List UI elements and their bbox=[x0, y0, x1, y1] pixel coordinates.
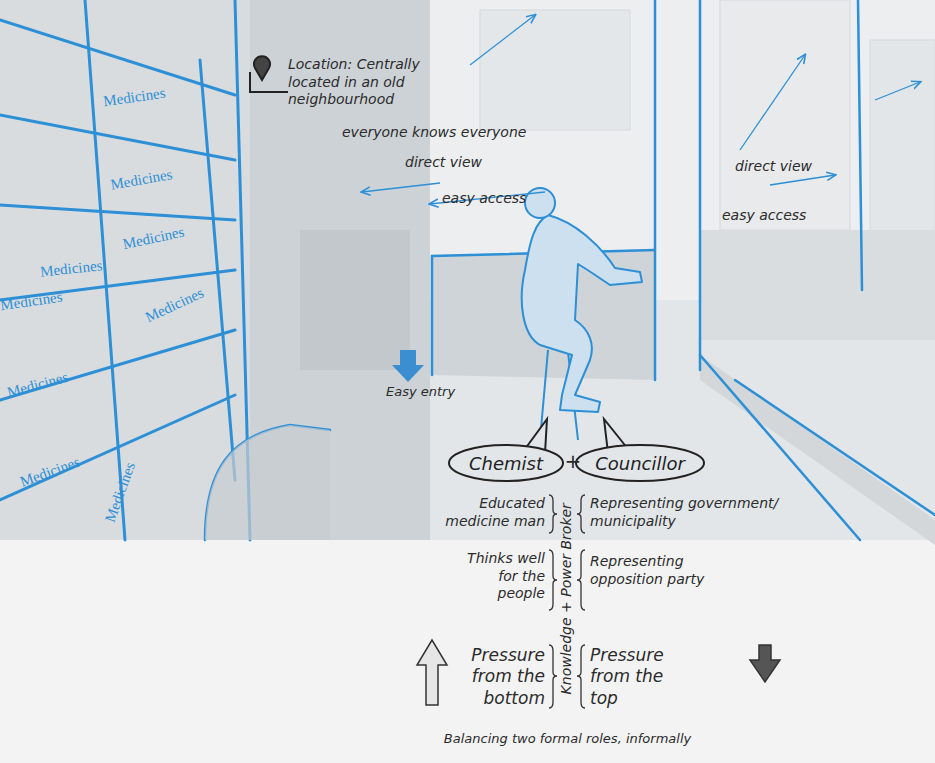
shelf-line bbox=[200, 60, 235, 480]
bubble-outline bbox=[576, 445, 704, 481]
sketch-arrow bbox=[740, 55, 805, 150]
entry-note: Easy entry bbox=[386, 384, 496, 400]
brace bbox=[577, 550, 585, 610]
sketch-arrow bbox=[362, 183, 440, 192]
brace bbox=[549, 495, 557, 533]
role-name: Councillor bbox=[595, 453, 685, 474]
annotation: everyone knows everyone bbox=[342, 124, 582, 142]
pressure-note: Pressure from the bottom bbox=[450, 645, 545, 709]
location-note: Location: Centrally located in an old ne… bbox=[288, 56, 466, 109]
side-counter bbox=[700, 355, 935, 545]
location-pin bbox=[254, 56, 270, 80]
speech-bubble: Chemist bbox=[447, 443, 565, 483]
chair bbox=[205, 425, 330, 540]
bubble-outline bbox=[449, 445, 563, 481]
counter-edge bbox=[431, 256, 434, 375]
counter-edge bbox=[735, 380, 935, 515]
broker-label: Knowledge + Power Broker bbox=[558, 489, 576, 709]
cabinet bbox=[300, 230, 410, 370]
building bbox=[480, 10, 630, 130]
shelf-line bbox=[0, 115, 235, 160]
role-note: Educated medicine man bbox=[435, 495, 545, 530]
shelf-line bbox=[0, 205, 235, 220]
role-note: Representing government/ municipality bbox=[590, 495, 835, 530]
window-frame bbox=[654, 0, 657, 380]
role-note: Representing opposition party bbox=[590, 553, 712, 588]
brace bbox=[549, 645, 557, 708]
annotation: easy access bbox=[722, 207, 842, 225]
pin-bracket bbox=[250, 72, 288, 92]
role-note: Thinks well for the people bbox=[448, 550, 545, 603]
annotation: direct view bbox=[405, 154, 525, 172]
pressure-note: Pressure from the top bbox=[590, 645, 685, 709]
annotation: easy access bbox=[442, 190, 562, 208]
sketch-arrow bbox=[470, 15, 535, 65]
building bbox=[870, 40, 935, 260]
street-floor bbox=[700, 230, 935, 340]
role-name: Chemist bbox=[469, 453, 543, 474]
person-figure bbox=[522, 215, 642, 412]
shelf-wall bbox=[0, 0, 250, 540]
brace bbox=[577, 645, 585, 708]
speech-bubble: Councillor bbox=[574, 443, 706, 483]
window-frame bbox=[699, 0, 702, 370]
brace bbox=[577, 495, 585, 533]
annotation: direct view bbox=[735, 158, 855, 176]
brace bbox=[549, 550, 557, 610]
entry-arrow bbox=[392, 350, 424, 382]
sketch-arrow bbox=[875, 82, 920, 100]
window-frame bbox=[858, 0, 862, 290]
up-arrow bbox=[417, 640, 447, 705]
building bbox=[720, 0, 850, 230]
chair-outline bbox=[205, 425, 330, 540]
sketch-arrow bbox=[770, 175, 835, 185]
plus-sign: + bbox=[563, 449, 583, 474]
down-arrow bbox=[750, 645, 780, 682]
caption: Balancing two formal roles, informally bbox=[290, 731, 845, 747]
shelf-line bbox=[0, 20, 235, 95]
lower-panel bbox=[0, 540, 935, 763]
photo-wash bbox=[0, 0, 935, 540]
